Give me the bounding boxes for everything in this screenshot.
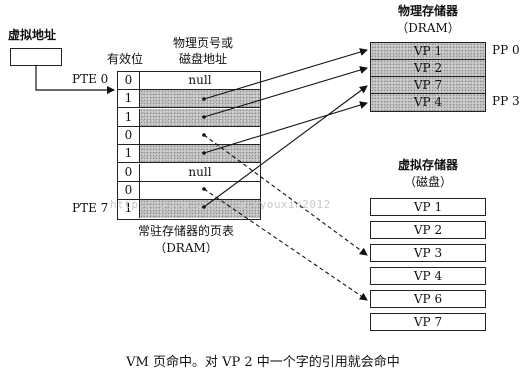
pointer-dot [202, 115, 206, 119]
disk-page: VP 4 [370, 267, 486, 285]
pte1-to-pp0-arrow [203, 48, 368, 100]
pointer-dot [202, 187, 206, 191]
address-header-line1: 物理页号或 [172, 36, 233, 50]
figure-caption: VM 页命中。对 VP 2 中一个字的引用就会命中 [126, 355, 400, 370]
pte2-to-pp1-arrow [203, 66, 368, 118]
page-table-caption-line1: 常驻存储器的页表 [137, 224, 234, 238]
physical-page: VP 2 [371, 60, 485, 77]
disk-page: VP 3 [370, 244, 486, 262]
pointer-dot [202, 151, 206, 155]
pte3-to-disk-vp3-arrow [203, 134, 368, 256]
valid-bit: 0 [118, 163, 140, 181]
pte-first-label: PTE 0 [72, 72, 109, 86]
pte-last-label: PTE 7 [72, 201, 109, 215]
page-table-entry: 1 [118, 108, 260, 127]
physical-page: VP 7 [371, 77, 485, 94]
virtual-address-arrow [35, 65, 115, 94]
physical-page: VP 1 [371, 43, 485, 60]
physical-memory-title-line2: （DRAM） [396, 21, 460, 35]
page-table-caption-line2: （DRAM） [154, 241, 218, 255]
entry-address [140, 90, 260, 108]
physical-page: VP 4 [371, 94, 485, 111]
pp-first-label: PP 0 [492, 43, 520, 57]
page-table-entry: 1 [118, 200, 260, 219]
page-table-entry: 1 [118, 145, 260, 164]
virtual-address-label: 虚拟地址 [8, 28, 57, 42]
page-table-entry: 0 [118, 126, 260, 145]
disk-page: VP 6 [370, 290, 486, 308]
pp-last-label: PP 3 [492, 94, 520, 108]
valid-bit-header: 有效位 [107, 52, 144, 66]
valid-bit: 1 [118, 145, 140, 163]
watermark: http://blog.csdn.net/youxin2012 [110, 198, 331, 211]
valid-bit: 0 [118, 181, 140, 199]
entry-address [140, 108, 260, 126]
valid-bit: 0 [118, 126, 140, 144]
disk-page: VP 1 [370, 198, 486, 216]
valid-bit: 1 [118, 90, 140, 108]
page-table-entry: 0 null [118, 163, 260, 182]
entry-address [140, 145, 260, 163]
pte6-to-disk-vp6-arrow [203, 188, 368, 301]
pointer-dot [202, 205, 206, 209]
disk-title-line2: （磁盘） [403, 175, 452, 189]
physical-memory-title-line1: 物理存储器 [397, 4, 458, 18]
disk-title-line1: 虚拟存储器 [397, 158, 458, 172]
page-table-entry: 1 [118, 90, 260, 109]
page-table-entry: 0 null [118, 72, 260, 90]
valid-bit: 0 [118, 72, 140, 89]
disk-page: VP 2 [370, 221, 486, 239]
entry-address [140, 200, 260, 219]
valid-bit: 1 [118, 200, 140, 219]
pte4-to-pp3-arrow [203, 101, 368, 154]
pte7-to-pp2-arrow [203, 85, 368, 208]
address-header-line2: 磁盘地址 [178, 52, 227, 66]
pointer-dot [202, 133, 206, 137]
page-table-entry: 0 [118, 181, 260, 200]
entry-address: null [188, 73, 212, 87]
pointer-dot [202, 97, 206, 101]
entry-address: null [188, 164, 212, 179]
valid-bit: 1 [118, 108, 140, 126]
disk-page: VP 7 [370, 313, 486, 331]
